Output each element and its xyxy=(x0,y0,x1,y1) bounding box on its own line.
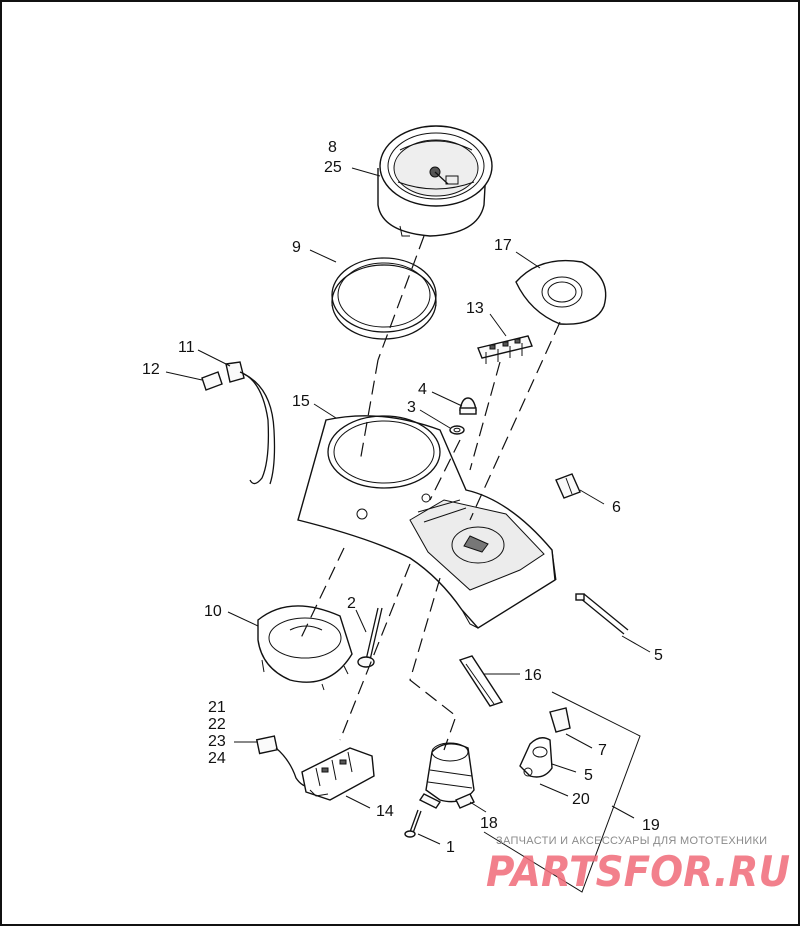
part-ignition-switch xyxy=(418,742,475,809)
part-clip xyxy=(555,473,581,499)
callout-23: 23 xyxy=(208,733,226,750)
part-housing xyxy=(297,415,557,629)
callout-10: 10 xyxy=(204,603,222,620)
callout-20: 20 xyxy=(572,791,590,808)
callout-labels: 8 25 9 17 13 11 12 4 3 15 6 2 10 5 16 21… xyxy=(142,139,663,856)
part-mount-bracket xyxy=(257,605,353,691)
part-spacer xyxy=(458,655,504,707)
callout-16: 16 xyxy=(524,667,542,684)
callout-7: 7 xyxy=(598,742,607,759)
callout-5-upper: 5 xyxy=(654,647,663,664)
part-screw xyxy=(357,607,383,668)
callout-25: 25 xyxy=(324,159,342,176)
part-connector-module xyxy=(255,735,375,801)
callout-19: 19 xyxy=(642,817,660,834)
callout-24: 24 xyxy=(208,750,226,767)
watermark: ЗАПЧАСТИ И АКСЕССУАРЫ ДЛЯ МОТОТЕХНИКИ PA… xyxy=(486,835,790,896)
callout-13: 13 xyxy=(466,300,484,317)
callout-11: 11 xyxy=(178,339,195,356)
part-cable-tie xyxy=(575,593,629,635)
part-key-cover xyxy=(519,707,571,778)
callout-4: 4 xyxy=(418,381,427,398)
part-gasket-ring xyxy=(331,257,437,340)
callout-6: 6 xyxy=(612,499,621,516)
part-speedometer xyxy=(377,125,493,237)
assembly-lines xyxy=(299,235,561,751)
part-small-screw xyxy=(404,809,422,838)
leader-lines xyxy=(165,167,651,893)
callout-2: 2 xyxy=(347,595,356,612)
callout-9: 9 xyxy=(292,239,301,256)
callout-1: 1 xyxy=(446,839,455,856)
callout-3: 3 xyxy=(407,399,416,416)
callout-17: 17 xyxy=(494,237,512,254)
callout-12: 12 xyxy=(142,361,160,378)
part-trim-plate xyxy=(515,259,607,325)
callout-14: 14 xyxy=(376,803,394,820)
callout-15: 15 xyxy=(292,393,310,410)
callout-18: 18 xyxy=(480,815,498,832)
part-bulb-washer xyxy=(449,397,477,435)
watermark-brand: PARTSFOR.RU xyxy=(486,847,790,896)
part-indicator-strip xyxy=(477,335,533,364)
callout-22: 22 xyxy=(208,716,226,733)
watermark-tagline: ЗАПЧАСТИ И АКСЕССУАРЫ ДЛЯ МОТОТЕХНИКИ xyxy=(496,835,767,847)
callout-5-lower: 5 xyxy=(584,767,593,784)
part-sensor-wire xyxy=(201,361,276,485)
callout-8: 8 xyxy=(328,139,337,156)
callout-21: 21 xyxy=(208,699,226,716)
